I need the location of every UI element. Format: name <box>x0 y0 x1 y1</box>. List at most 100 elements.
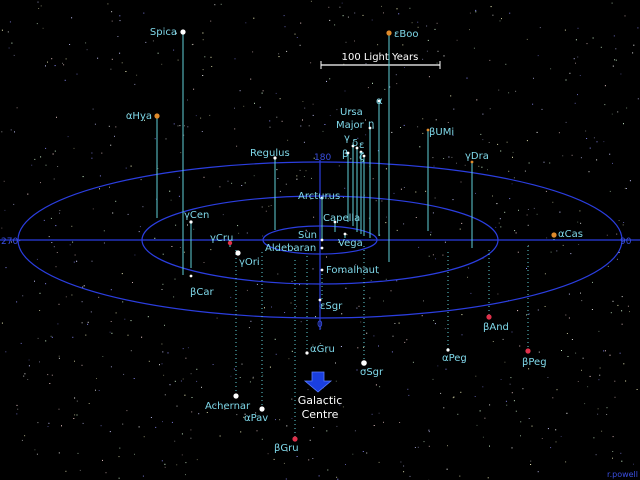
background-star <box>72 241 74 243</box>
background-star <box>40 182 41 184</box>
background-star <box>342 15 344 17</box>
background-star <box>614 59 616 61</box>
background-star <box>147 316 149 318</box>
background-star <box>127 334 129 336</box>
background-star <box>508 170 510 172</box>
star-dot <box>320 238 324 242</box>
background-star <box>284 312 286 313</box>
background-star <box>456 162 457 164</box>
background-star <box>629 311 630 313</box>
background-star <box>261 92 263 94</box>
background-star <box>196 368 198 370</box>
background-star <box>598 379 600 381</box>
background-star <box>565 121 567 123</box>
star-dot <box>259 406 265 412</box>
background-star <box>598 330 600 332</box>
background-star <box>476 99 478 101</box>
background-star <box>65 296 67 298</box>
background-star <box>629 180 631 182</box>
background-star <box>257 261 259 263</box>
background-star <box>24 373 26 375</box>
background-star <box>45 164 47 166</box>
background-star <box>612 457 613 459</box>
background-star <box>509 12 511 14</box>
background-star <box>423 300 424 302</box>
background-star <box>417 26 419 28</box>
background-star <box>209 114 211 116</box>
background-star <box>288 358 290 360</box>
background-star <box>562 155 564 157</box>
background-star <box>180 380 182 382</box>
background-star <box>241 363 243 365</box>
background-star <box>565 314 567 316</box>
background-star <box>460 181 462 183</box>
background-star <box>581 369 582 371</box>
background-star <box>475 11 477 13</box>
background-star <box>51 336 53 338</box>
background-star <box>492 341 494 342</box>
star-dot <box>351 144 355 148</box>
background-star <box>176 464 178 466</box>
background-star <box>467 276 468 278</box>
background-star <box>9 21 11 23</box>
background-star <box>132 282 133 283</box>
background-star <box>27 379 29 380</box>
background-star <box>206 412 208 413</box>
background-star <box>102 356 104 357</box>
background-star <box>63 64 65 66</box>
background-star <box>54 150 56 152</box>
background-star <box>196 459 198 461</box>
background-star <box>130 350 132 352</box>
background-star <box>210 56 212 58</box>
background-star <box>110 321 112 322</box>
background-star <box>119 20 121 22</box>
background-star <box>544 306 546 307</box>
background-star <box>412 361 414 363</box>
background-star <box>621 323 623 325</box>
background-star <box>329 78 331 80</box>
background-star <box>618 252 620 253</box>
background-star <box>250 78 252 80</box>
background-star <box>173 296 175 298</box>
background-star <box>626 107 628 109</box>
background-star <box>300 125 302 127</box>
background-star <box>220 3 222 5</box>
background-star <box>384 88 386 90</box>
background-star <box>162 421 163 423</box>
background-star <box>404 67 405 68</box>
background-star <box>609 190 611 192</box>
background-star <box>446 468 448 470</box>
star-dot <box>318 298 322 302</box>
background-star <box>311 177 312 179</box>
background-star <box>178 195 180 197</box>
background-star <box>615 59 617 61</box>
background-star <box>362 266 364 268</box>
background-star <box>180 152 182 154</box>
background-star <box>122 301 124 303</box>
background-star <box>349 110 351 112</box>
star-dot <box>233 393 239 399</box>
background-star <box>450 95 452 97</box>
background-star <box>354 12 356 14</box>
background-star <box>395 74 397 76</box>
background-star <box>419 146 421 148</box>
star-label-gamma-ori: γOri <box>239 257 260 268</box>
background-star <box>191 44 193 46</box>
ring-label-bottom: 0 <box>317 320 323 330</box>
star-dot <box>362 154 366 158</box>
background-star <box>303 176 305 177</box>
background-star <box>277 273 279 275</box>
background-star <box>550 68 552 70</box>
background-star <box>157 52 159 54</box>
background-star <box>178 176 180 178</box>
background-star <box>617 304 619 306</box>
background-star <box>231 182 233 184</box>
background-star <box>265 210 267 212</box>
background-star <box>130 320 132 322</box>
background-star <box>13 54 15 56</box>
background-star <box>434 323 436 325</box>
background-star <box>58 355 60 357</box>
background-star <box>437 365 439 367</box>
background-star <box>526 38 528 40</box>
background-star <box>447 445 448 447</box>
